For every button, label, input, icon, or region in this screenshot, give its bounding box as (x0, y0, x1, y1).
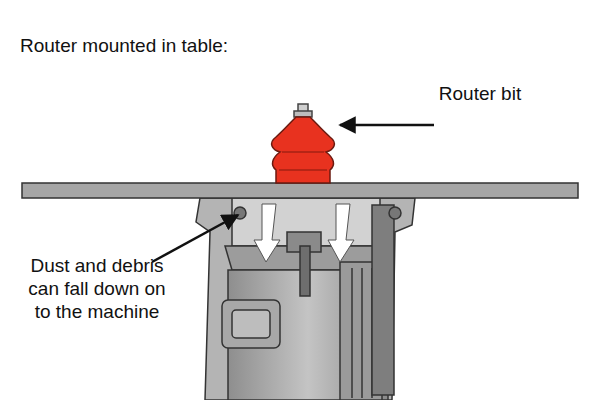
note-label: Dust and debris can fall down on to the … (22, 254, 172, 324)
diagram-title: Router mounted in table: (20, 34, 228, 57)
part-label: Router bit (432, 82, 528, 105)
